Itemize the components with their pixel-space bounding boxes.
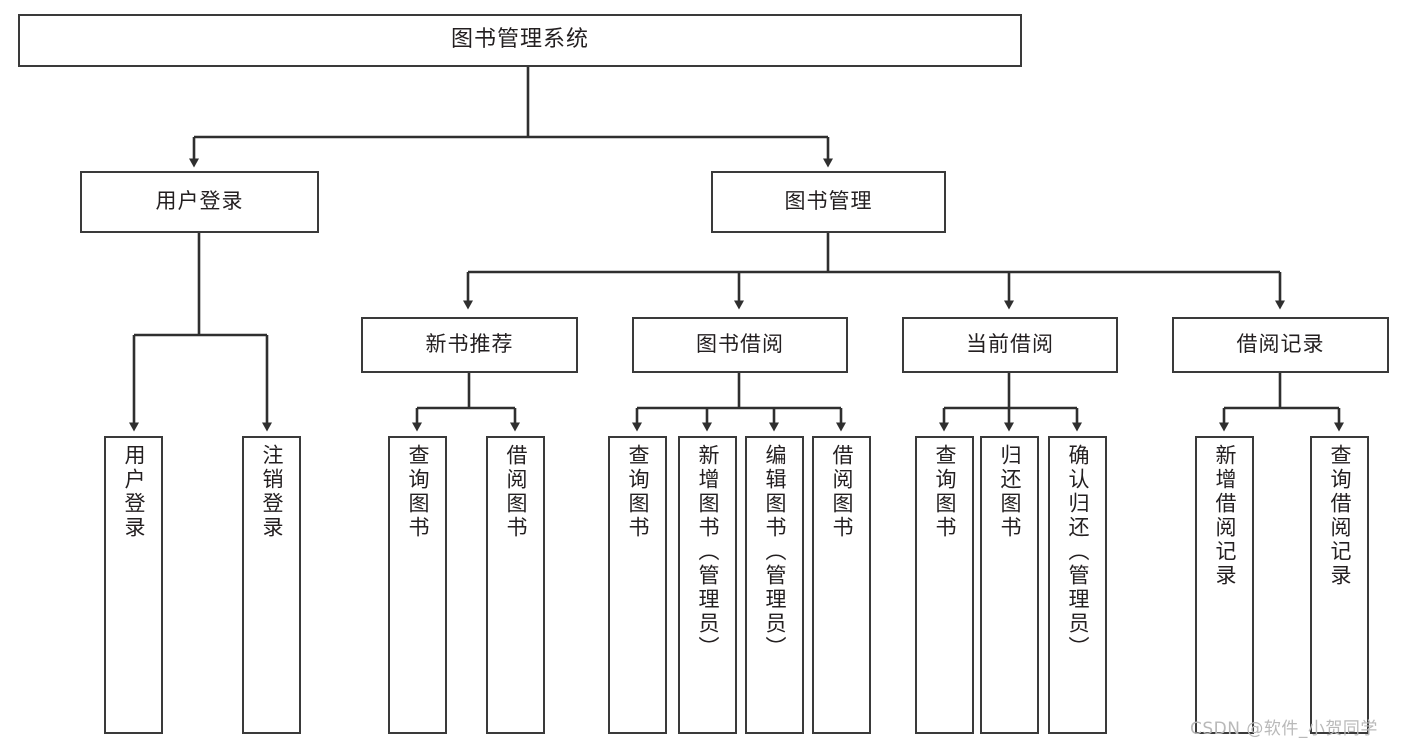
- node-label: 新增借阅记录: [1213, 444, 1237, 588]
- leaf-borrow-book[interactable]: 借阅图书: [812, 436, 871, 734]
- node-label: 查询图书: [626, 444, 650, 540]
- node-label: 图书借阅: [696, 332, 784, 357]
- leaf-user-login[interactable]: 用户登录: [104, 436, 163, 734]
- leaf-borrow-query-book[interactable]: 查询图书: [608, 436, 667, 734]
- leaf-add-borrow-record[interactable]: 新增借阅记录: [1195, 436, 1254, 734]
- node-label: 用户登录: [155, 189, 244, 214]
- node-borrow-record[interactable]: 借阅记录: [1172, 317, 1389, 373]
- node-user-login[interactable]: 用户登录: [80, 171, 319, 233]
- leaf-recommend-borrow-book[interactable]: 借阅图书: [486, 436, 545, 734]
- leaf-confirm-return-admin[interactable]: 确认归还（管理员）: [1048, 436, 1107, 734]
- node-label: 当前借阅: [966, 332, 1054, 357]
- node-root-book-management-system[interactable]: 图书管理系统: [18, 14, 1022, 67]
- node-label: 新书推荐: [425, 332, 514, 357]
- node-current-borrow[interactable]: 当前借阅: [902, 317, 1118, 373]
- node-label: 归还图书: [998, 444, 1022, 540]
- leaf-logout[interactable]: 注销登录: [242, 436, 301, 734]
- node-label: 借阅记录: [1236, 332, 1325, 357]
- leaf-current-query-book[interactable]: 查询图书: [915, 436, 974, 734]
- node-book-management[interactable]: 图书管理: [711, 171, 946, 233]
- node-label: 借阅图书: [504, 444, 528, 540]
- leaf-edit-book-admin[interactable]: 编辑图书（管理员）: [745, 436, 804, 734]
- node-label: 图书管理: [784, 189, 873, 214]
- node-book-borrow[interactable]: 图书借阅: [632, 317, 848, 373]
- node-label: 查询借阅记录: [1328, 444, 1352, 588]
- node-label: 新增图书（管理员）: [696, 444, 720, 660]
- leaf-recommend-query-book[interactable]: 查询图书: [388, 436, 447, 734]
- watermark: CSDN @软件_小贺同学: [1190, 719, 1378, 739]
- node-label: 图书管理系统: [450, 27, 589, 53]
- leaf-query-borrow-record[interactable]: 查询借阅记录: [1310, 436, 1369, 734]
- node-label: 查询图书: [406, 444, 430, 540]
- node-label: 借阅图书: [830, 444, 854, 540]
- node-new-book-recommend[interactable]: 新书推荐: [361, 317, 578, 373]
- leaf-add-book-admin[interactable]: 新增图书（管理员）: [678, 436, 737, 734]
- node-label: 编辑图书（管理员）: [763, 444, 787, 660]
- node-label: 确认归还（管理员）: [1066, 444, 1090, 660]
- leaf-return-book[interactable]: 归还图书: [980, 436, 1039, 734]
- node-label: 查询图书: [933, 444, 957, 540]
- node-label: 注销登录: [260, 444, 284, 540]
- node-label: 用户登录: [122, 444, 146, 540]
